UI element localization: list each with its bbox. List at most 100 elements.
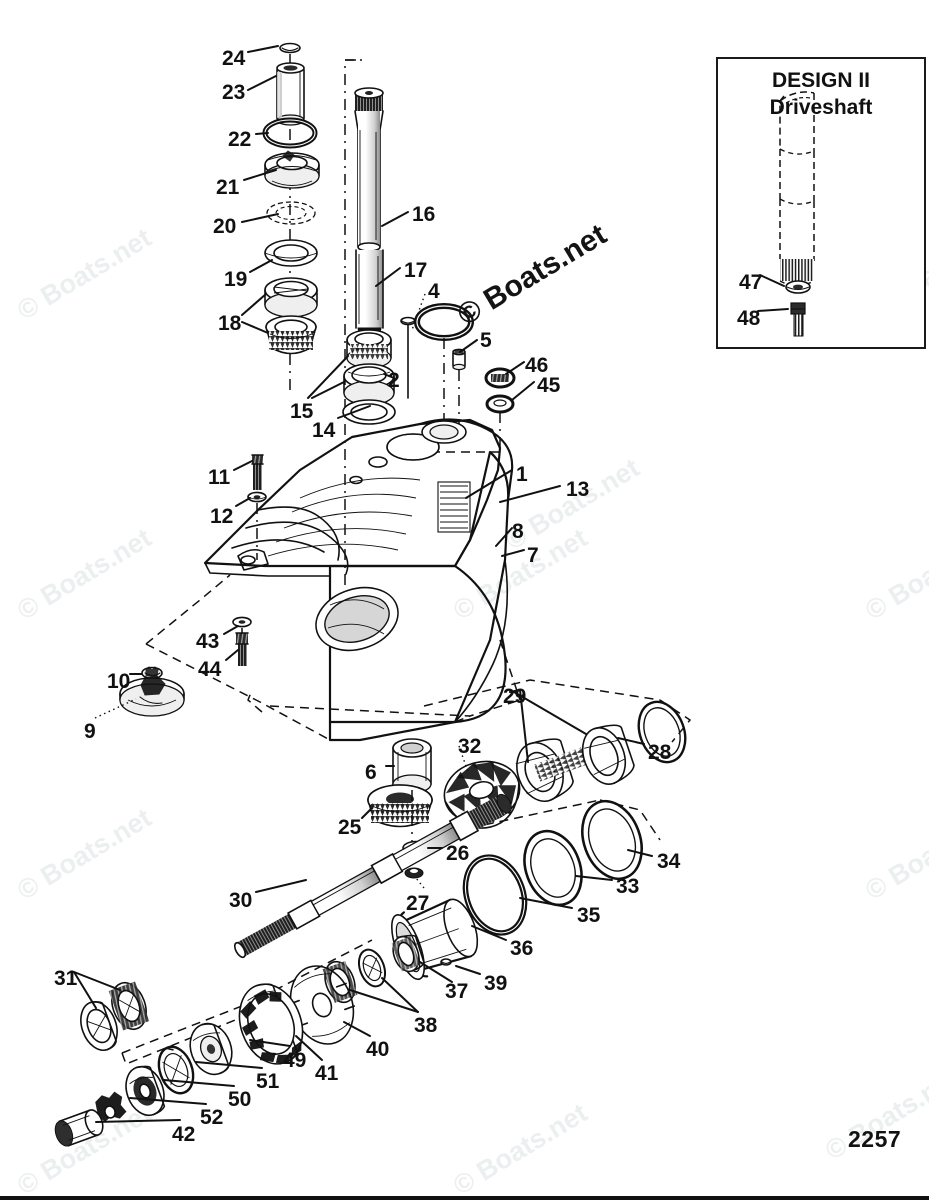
callout-24: 24 <box>222 47 246 70</box>
part-45-seal <box>485 394 515 414</box>
gearcase-bore <box>315 586 399 652</box>
callout-45: 45 <box>537 374 561 397</box>
callout-31: 31 <box>54 967 78 990</box>
part-12-washer <box>247 491 267 503</box>
part-21-bearing-carrier <box>264 150 320 189</box>
callout-25: 25 <box>338 816 362 839</box>
callout-40: 40 <box>366 1038 390 1061</box>
callout-41: 41 <box>315 1062 339 1085</box>
part-15a-bearing <box>346 329 392 369</box>
design-ii-inset-panel: DESIGN II Driveshaft <box>716 57 926 349</box>
part-39-pin <box>440 958 452 966</box>
leader-lines <box>73 45 653 1123</box>
callout-50: 50 <box>228 1088 252 1111</box>
callout-27: 27 <box>406 892 430 915</box>
part-37-bearing <box>391 934 425 973</box>
callout-34: 34 <box>657 850 681 873</box>
callout-22: 22 <box>228 128 252 151</box>
callout-36: 36 <box>510 937 534 960</box>
inset-part-47-washer <box>785 280 811 294</box>
callout-42: 42 <box>172 1123 196 1146</box>
part-23-coupler <box>276 62 305 126</box>
callout-46: 46 <box>525 354 549 377</box>
part-25-pinion-gear <box>367 784 433 828</box>
part-28-shim <box>637 700 687 764</box>
part-18a-bearing-cup <box>264 277 318 318</box>
inset-driveshaft <box>779 91 815 287</box>
part-19-shim <box>264 239 318 267</box>
callout-33: 33 <box>616 875 640 898</box>
part-14-shim <box>342 399 396 425</box>
part-24-retainer <box>279 42 301 54</box>
part-42-prop-nut <box>54 1109 104 1147</box>
part-33-shim <box>523 829 583 907</box>
part-31b-race <box>80 1000 118 1052</box>
part-11-bolt <box>251 454 264 490</box>
callout-15: 15 <box>290 400 314 423</box>
callout-23: 23 <box>222 81 246 104</box>
callout-30: 30 <box>229 889 253 912</box>
inset-callout-48: 48 <box>737 307 761 330</box>
part-2-bearing-cup <box>343 363 395 406</box>
callout-5: 5 <box>480 329 492 352</box>
callout-39: 39 <box>484 972 508 995</box>
callout-8: 8 <box>512 520 524 543</box>
callout-12: 12 <box>210 505 234 528</box>
part-31a-bearing <box>108 981 150 1031</box>
part-18b-bearing-cone <box>265 315 317 355</box>
callout-32: 32 <box>458 735 482 758</box>
callout-13: 13 <box>566 478 590 501</box>
inset-callout-47: 47 <box>739 271 763 294</box>
callout-37: 37 <box>445 980 469 1003</box>
callout-51: 51 <box>256 1070 280 1093</box>
part-35-oring <box>462 854 528 936</box>
part-41-clutch-dog <box>238 983 304 1065</box>
part-1-gearcase-housing <box>203 418 514 742</box>
callout-6: 6 <box>365 761 377 784</box>
callout-9: 9 <box>84 720 96 743</box>
part-29a-bearing-cone <box>515 738 590 802</box>
callout-14: 14 <box>312 419 336 442</box>
callout-49: 49 <box>283 1049 307 1072</box>
callout-21: 21 <box>216 176 240 199</box>
part-34-shim <box>581 799 643 881</box>
callout-19: 19 <box>224 268 248 291</box>
inset-part-48-bolt <box>790 302 806 337</box>
callout-1: 1 <box>516 463 528 486</box>
part-38a-shim <box>357 948 387 988</box>
inset-linework <box>757 91 815 337</box>
part-29b-bearing-cup <box>581 724 635 785</box>
oring-large <box>414 303 474 341</box>
callout-17: 17 <box>404 259 428 282</box>
callout-4: 4 <box>428 280 440 303</box>
callout-38: 38 <box>414 1014 438 1037</box>
callout-29: 29 <box>503 685 527 708</box>
part-6-pinion-spacer <box>392 738 432 794</box>
inset-title-line-2: Driveshaft <box>769 96 873 119</box>
part-5-plug <box>452 348 466 371</box>
part-9-anode <box>119 675 185 717</box>
water-intake-grill <box>437 481 471 533</box>
callout-2: 2 <box>388 369 400 392</box>
callout-11: 11 <box>208 466 231 489</box>
callout-18: 18 <box>218 312 242 335</box>
part-52-spring-clip <box>95 1091 127 1122</box>
part-50-cam <box>125 1065 166 1117</box>
part-20-washer <box>266 201 316 225</box>
bottom-rule <box>0 1196 929 1200</box>
part-30-propshaft <box>233 793 512 959</box>
inset-title-line-1: DESIGN II <box>771 69 871 92</box>
callout-35: 35 <box>577 904 601 927</box>
callout-28: 28 <box>648 741 672 764</box>
part-43-washer <box>232 616 252 628</box>
callout-26: 26 <box>446 842 470 865</box>
callout-52: 52 <box>200 1106 224 1129</box>
callout-7: 7 <box>527 544 539 567</box>
callout-43: 43 <box>196 630 220 653</box>
callout-16: 16 <box>412 203 436 226</box>
callout-20: 20 <box>213 215 237 238</box>
callout-10: 10 <box>107 670 131 693</box>
